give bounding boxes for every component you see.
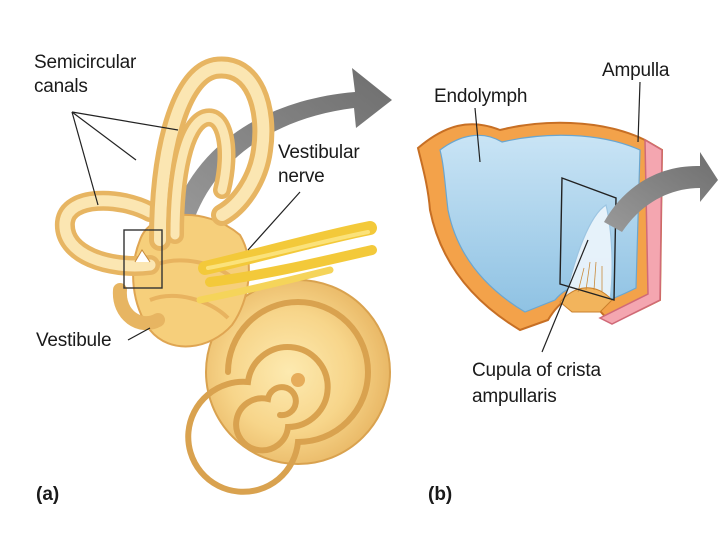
label-vestibule: Vestibule xyxy=(36,330,112,351)
panel-b-letter: (b) xyxy=(428,484,453,505)
label-semicircular-canals-2: canals xyxy=(34,76,88,97)
inset-box-b xyxy=(559,177,617,301)
leader-lines-a xyxy=(71,111,301,341)
label-vestibular-nerve-2: nerve xyxy=(278,166,325,187)
magnify-arrow-a xyxy=(170,68,392,232)
panel-a-letter: (a) xyxy=(36,484,60,505)
label-cupula-1: Cupula of crista xyxy=(472,360,601,381)
leader-lines-b xyxy=(474,81,641,353)
label-vestibular-nerve-1: Vestibular xyxy=(278,142,360,163)
semicircular-canals xyxy=(54,56,275,331)
cupula xyxy=(559,204,613,313)
label-semicircular-canals-1: Semicircular xyxy=(34,52,137,73)
magnify-arrow-b xyxy=(604,152,718,232)
panel-a-inner-ear xyxy=(54,56,392,495)
label-ampulla: Ampulla xyxy=(602,60,670,81)
label-endolymph: Endolymph xyxy=(434,86,528,107)
vestibular-nerve xyxy=(196,221,377,304)
inset-box-a xyxy=(123,229,163,289)
label-cupula-2: ampullaris xyxy=(472,386,557,407)
cochlea xyxy=(185,279,391,495)
panel-b-ampulla xyxy=(416,81,718,353)
